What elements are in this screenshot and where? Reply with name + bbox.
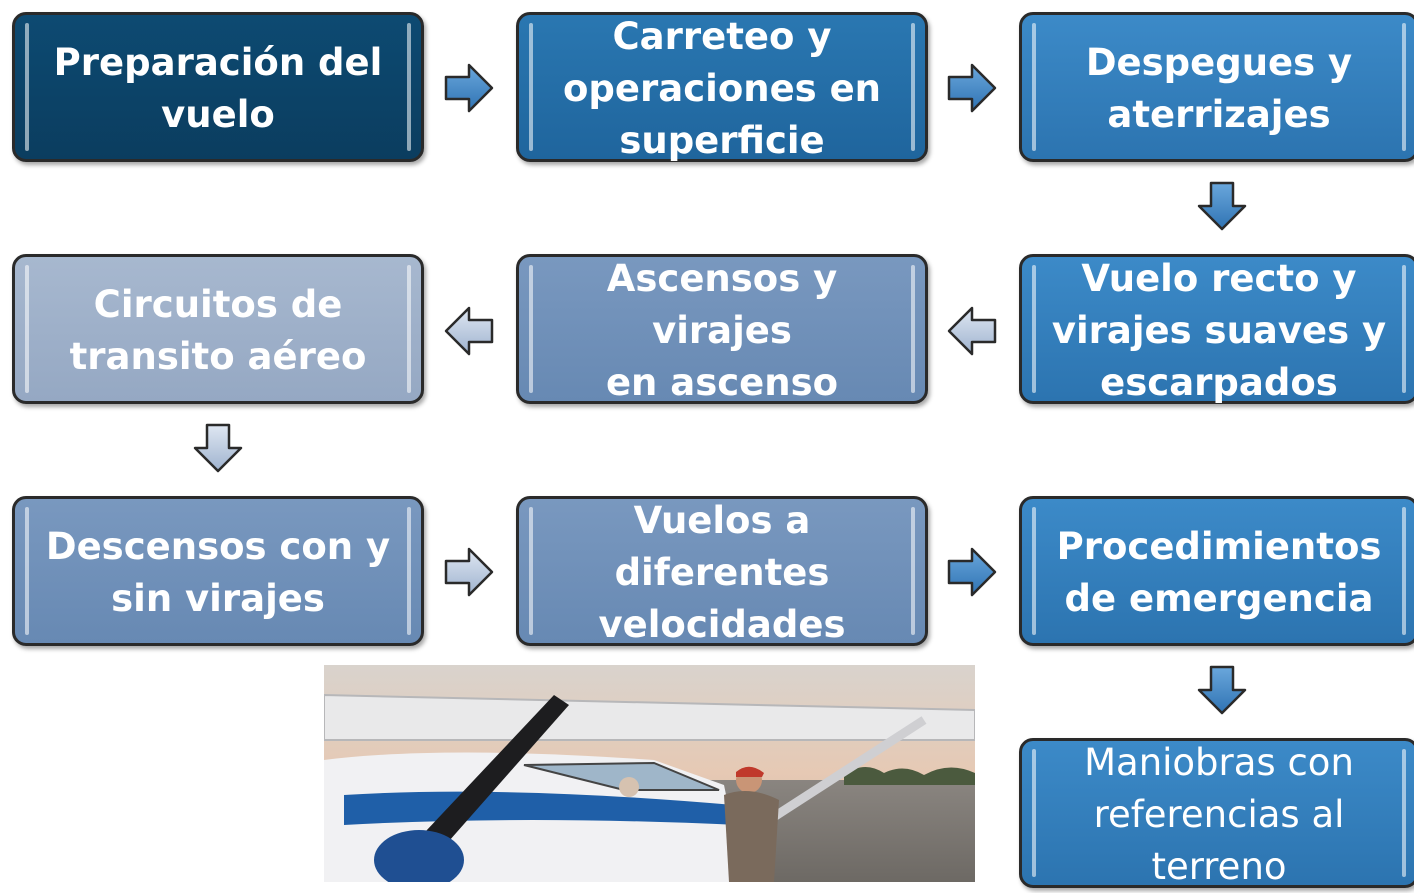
step-vuelos-velocidades: Vuelos a diferentes velocidades	[516, 496, 928, 646]
step-despegues: Despegues y aterrizajes	[1019, 12, 1414, 162]
step-label: Preparación del vuelo	[53, 41, 383, 136]
step-label: Carreteo y operaciones en superficie	[562, 15, 882, 162]
arrow-down-icon	[192, 422, 244, 474]
step-vuelo-recto: Vuelo recto y virajes suaves y escarpado…	[1019, 254, 1414, 404]
arrow-right-icon	[946, 62, 998, 114]
step-label: Descensos con y sin virajes	[45, 525, 391, 620]
step-label: Despegues y aterrizajes	[1085, 41, 1353, 136]
airplane-photo	[324, 665, 975, 882]
step-label: Procedimientos de emergencia	[1056, 525, 1382, 620]
step-label: Maniobras con referencias al terreno	[1084, 741, 1354, 888]
step-label: Circuitos de transito aéreo	[69, 283, 367, 378]
step-carreteo: Carreteo y operaciones en superficie	[516, 12, 928, 162]
step-maniobras: Maniobras con referencias al terreno	[1019, 738, 1414, 888]
step-emergencia: Procedimientos de emergencia	[1019, 496, 1414, 646]
arrow-right-icon	[443, 62, 495, 114]
arrow-right-icon	[946, 546, 998, 598]
arrow-down-icon	[1196, 664, 1248, 716]
step-circuitos: Circuitos de transito aéreo	[12, 254, 424, 404]
step-preparacion-vuelo: Preparación del vuelo	[12, 12, 424, 162]
step-descensos: Descensos con y sin virajes	[12, 496, 424, 646]
arrow-left-icon	[443, 305, 495, 357]
arrow-right-icon	[443, 546, 495, 598]
step-label: Vuelo recto y virajes suaves y escarpado…	[1051, 257, 1387, 404]
arrow-down-icon	[1196, 180, 1248, 232]
step-ascensos: Ascensos y virajes en ascenso	[516, 254, 928, 404]
arrow-left-icon	[946, 305, 998, 357]
step-label: Vuelos a diferentes velocidades	[598, 499, 846, 646]
step-label: Ascensos y virajes en ascenso	[605, 257, 839, 404]
